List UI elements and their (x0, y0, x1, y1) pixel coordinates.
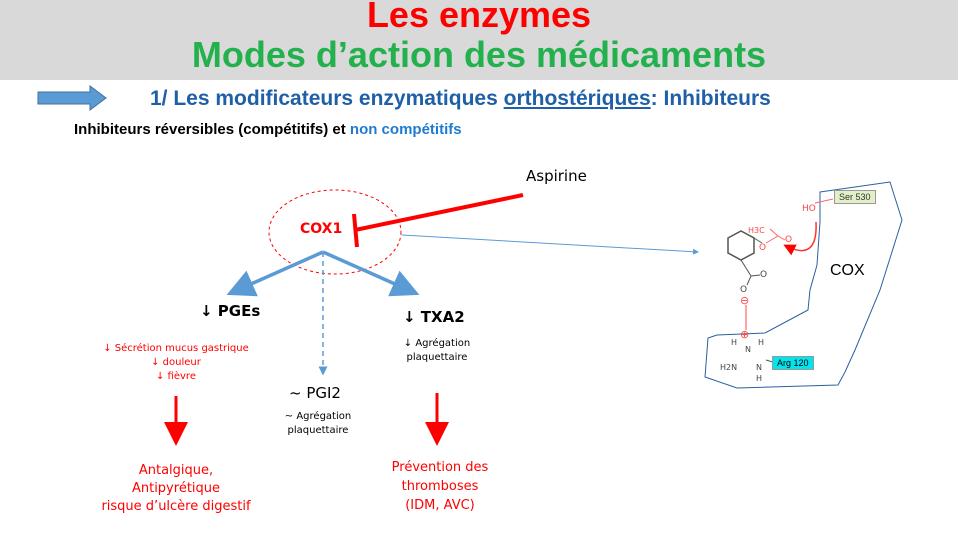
attack-arrow-icon (783, 221, 817, 256)
txa2-label: ↓ TXA2 (403, 308, 465, 326)
cox1-label: COX1 (300, 221, 343, 237)
h2n-label: H2N (720, 363, 738, 372)
h-label: H (756, 374, 763, 383)
n-label: N (745, 345, 751, 354)
ester-o: O (759, 243, 767, 253)
pgi2-label: ~ PGI2 (289, 384, 341, 402)
carbonyl-o: O (785, 235, 793, 245)
cox1-ellipse (268, 189, 402, 275)
section-heading: 1/ Les modificateurs enzymatiques orthos… (150, 87, 771, 110)
ho-label: HO (802, 204, 816, 214)
benzene-ring (727, 230, 755, 261)
arrow-pges (226, 250, 324, 297)
ser530-box: Ser 530 (834, 190, 876, 204)
plus-charge: ⊕ (740, 328, 750, 341)
slide-title: Les enzymes (366, 0, 592, 35)
h-label: H (758, 338, 765, 347)
carboxyl-o: O (760, 270, 768, 280)
intro-text: Inhibiteurs réversibles (compétitifs) et… (74, 121, 462, 138)
n-label: N (756, 363, 762, 372)
h-label: H (731, 338, 738, 347)
cox-pocket-outline (704, 181, 903, 389)
title-banner (0, 0, 958, 80)
arrow-txa2 (322, 250, 420, 297)
carboxylate-o: O (740, 285, 748, 295)
cox-label: COX (830, 262, 865, 279)
aspirin-label: Aspirine (526, 167, 587, 185)
link-arrow (401, 234, 699, 255)
pges-effects: ↓ Sécrétion mucus gastrique↓ douleur↓ fi… (103, 343, 249, 382)
minus-charge: ⊖ (740, 294, 750, 307)
h3c-label: H3C (748, 226, 765, 235)
slide-subtitle: Modes d’action des médicaments (191, 34, 767, 75)
inhibition-line (354, 193, 524, 232)
section-arrow-icon (37, 85, 107, 111)
pges-label: ↓ PGEs (200, 302, 261, 320)
arg120-box: Arg 120 (772, 356, 814, 370)
